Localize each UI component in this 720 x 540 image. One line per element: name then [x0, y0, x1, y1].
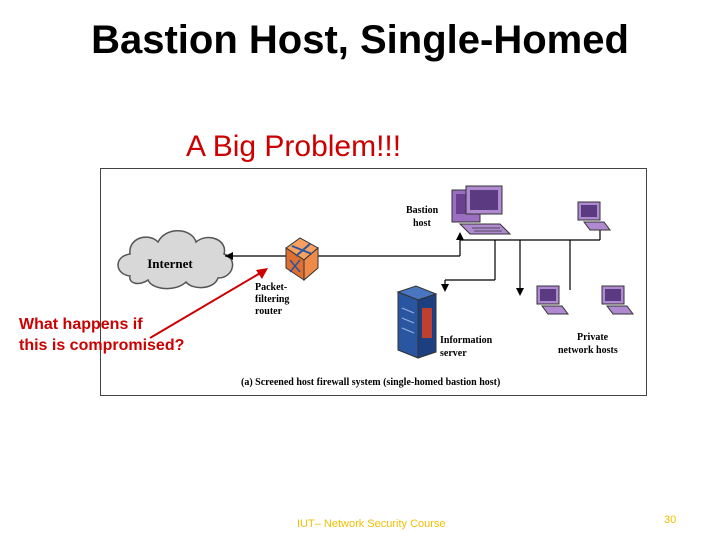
- bastion-host-icon: [451, 185, 512, 235]
- router-label-1: Packet-: [255, 282, 287, 293]
- bastion-label-2: host: [413, 218, 431, 229]
- svg-text:Bastion host: Bastion host: [406, 205, 441, 229]
- svg-text:Private network hosts: Private network hosts: [558, 332, 618, 356]
- footer-text: IUT– Network Security Course: [297, 518, 446, 530]
- diagram-caption: (a) Screened host firewall system (singl…: [241, 377, 500, 388]
- router-label-2: filtering: [255, 294, 289, 305]
- page-number: 30: [664, 514, 677, 526]
- info-label-1: Information: [440, 335, 493, 346]
- private-host-icon-2: [536, 285, 569, 315]
- slide-subtitle: A Big Problem!!!: [186, 130, 402, 163]
- arrowhead-left: [225, 252, 233, 260]
- private-label-2: network hosts: [558, 345, 618, 356]
- connections: [225, 223, 601, 290]
- arrowhead-up-bastion: [456, 232, 464, 240]
- internet-label: Internet: [147, 256, 193, 271]
- bastion-label-1: Bastion: [406, 205, 439, 216]
- arrowhead-down-server: [441, 284, 449, 292]
- private-label-1: Private: [577, 332, 609, 343]
- svg-text:Information server: Information server: [440, 335, 495, 359]
- svg-text:Packet- filtering rout: Packet- filtering router: [255, 282, 292, 317]
- info-label-2: server: [440, 348, 467, 359]
- private-host-icon-3: [601, 285, 634, 315]
- information-server-icon: [396, 285, 438, 359]
- private-host-icon-1: [577, 201, 611, 231]
- callout-line-2: this is compromised?: [19, 337, 185, 354]
- network-diagram: Internet Packet- filtering router: [100, 168, 647, 396]
- callout-text: What happens if this is compromised?: [19, 314, 184, 356]
- router-label-3: router: [255, 306, 283, 317]
- router-icon: [285, 237, 319, 282]
- slide-title: Bastion Host, Single-Homed: [91, 18, 629, 62]
- callout-line-1: What happens if: [19, 316, 143, 333]
